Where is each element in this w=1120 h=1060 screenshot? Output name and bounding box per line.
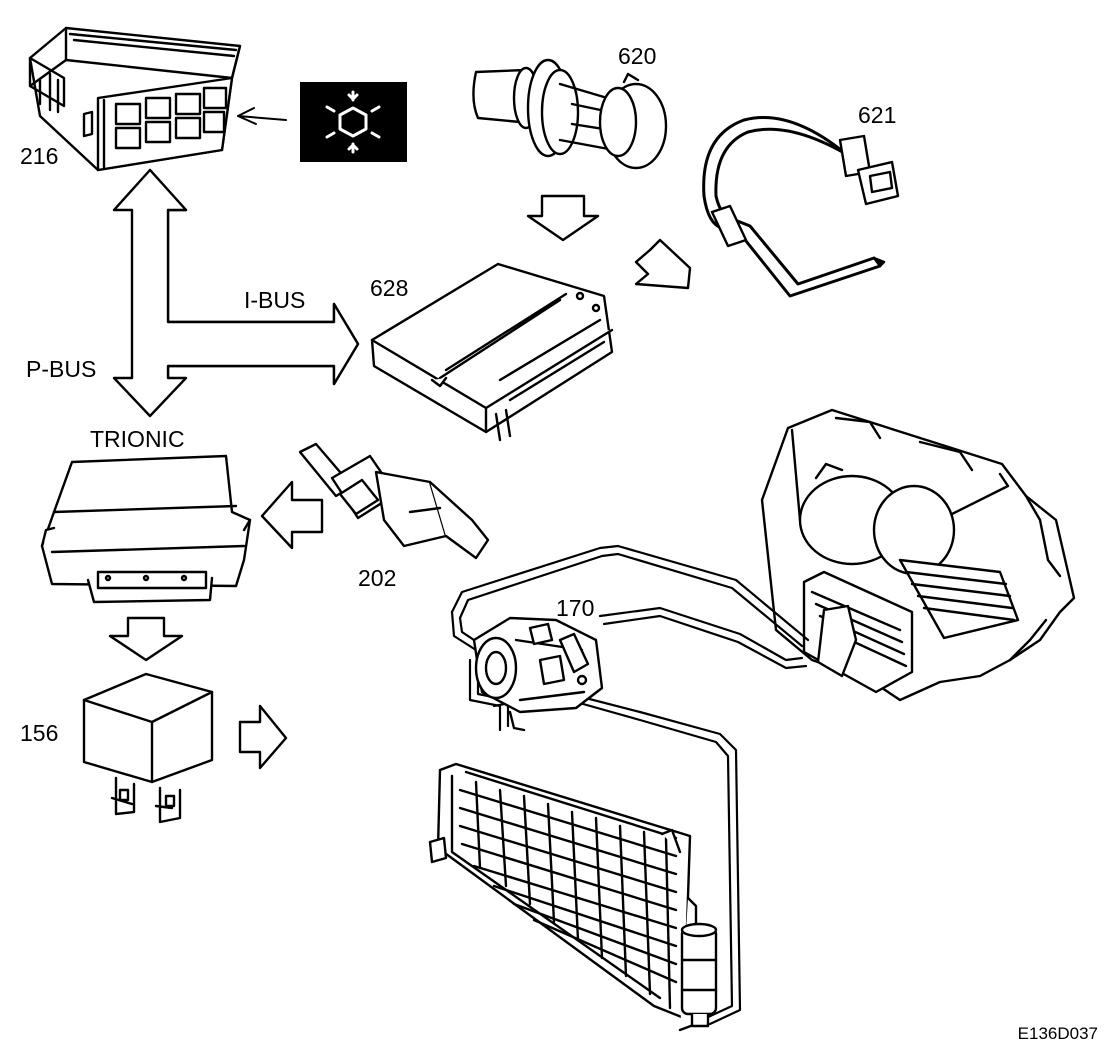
label-202: 202 [358,565,397,591]
control-panel-216 [30,28,240,170]
compressor-170 [474,618,602,730]
label-ibus: I-BUS [244,287,306,313]
figure-id: E136D037 [1017,1024,1098,1043]
relay-156 [84,674,212,822]
snowflake-icon [300,82,407,162]
label-621: 621 [858,102,897,128]
arrow-620-to-628 [528,196,598,240]
pointer-arrow [238,108,286,124]
bus-arrows [114,170,358,416]
arrow-621-to-628 [636,240,690,288]
arrow-relay-to-compressor [240,706,286,768]
label-620: 620 [618,43,657,69]
trionic-ecu [42,456,250,602]
arrow-202-to-trionic [262,482,322,548]
label-628: 628 [370,275,409,301]
condenser [430,764,696,1030]
label-170: 170 [556,595,595,621]
label-pbus: P-BUS [26,356,97,382]
sensor-620 [473,60,666,168]
label-216: 216 [20,143,59,169]
receiver-drier [682,924,716,1026]
label-trionic: TRIONIC [90,426,185,452]
arrow-trionic-to-relay [110,618,182,660]
heater-housing [762,410,1074,700]
evaporator [804,572,912,692]
sensor-621 [704,118,898,296]
sensor-202 [300,444,488,558]
label-156: 156 [20,720,59,746]
module-628 [372,264,612,440]
